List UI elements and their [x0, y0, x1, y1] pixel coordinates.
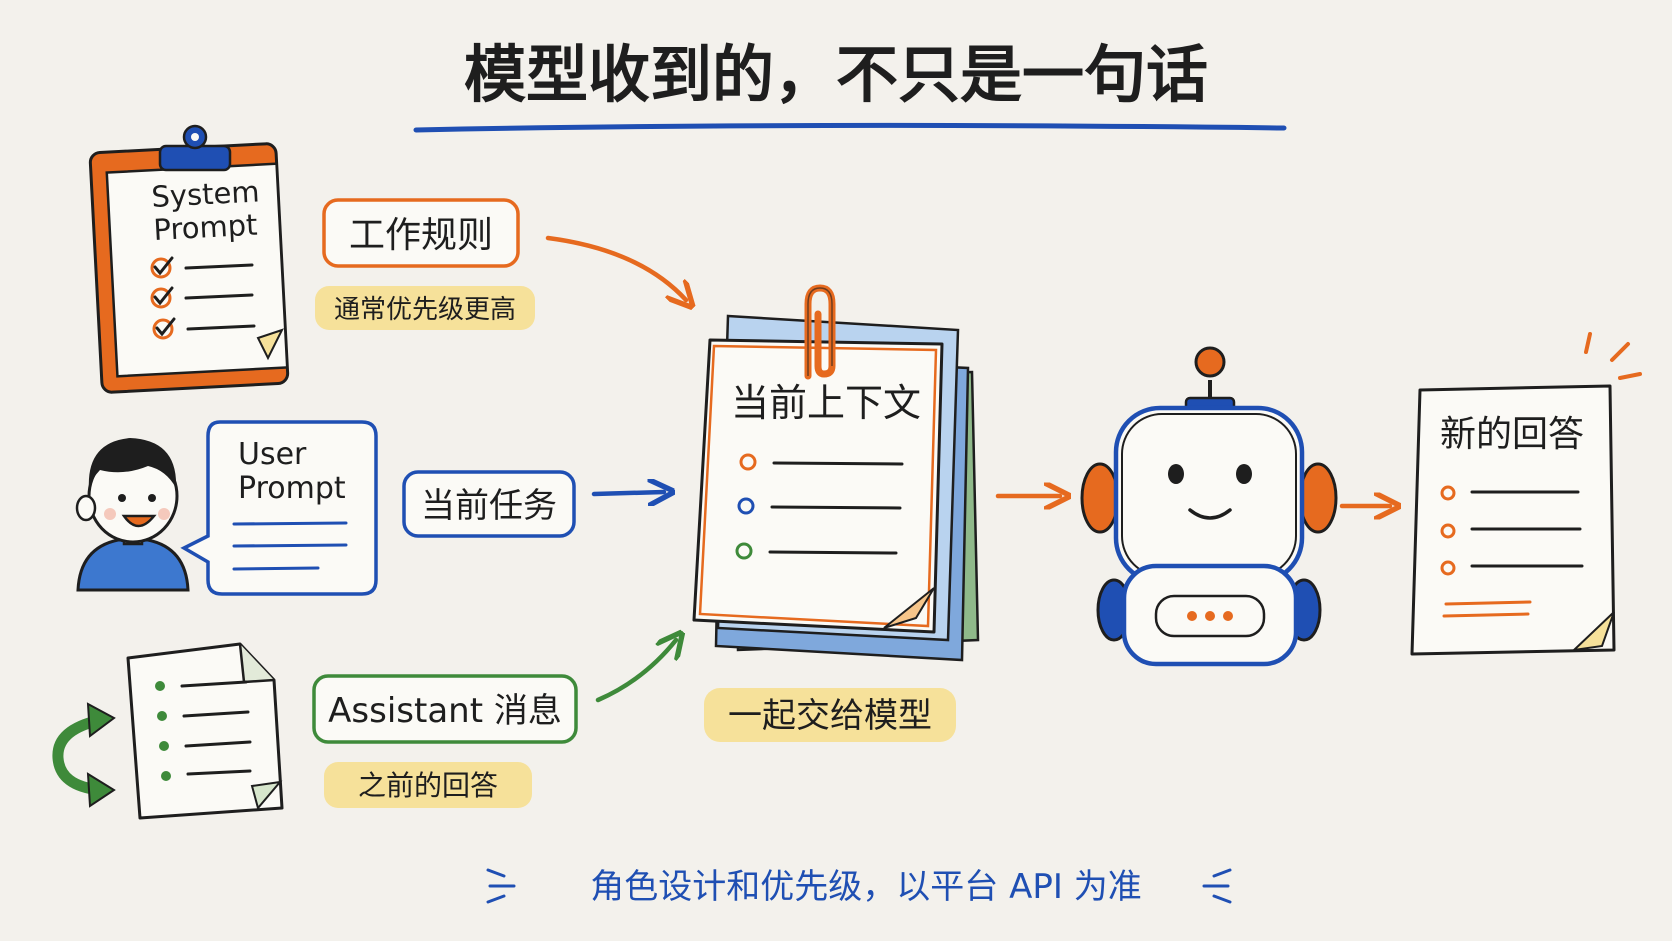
- context-title: 当前上下文: [731, 381, 921, 425]
- answer-list-lines: [1440, 485, 1584, 618]
- system-prompt-line2: Prompt: [153, 208, 259, 247]
- user-avatar-icon: [75, 438, 190, 592]
- user-prompt-line2: Prompt: [238, 471, 346, 506]
- robot-model-icon: [1080, 346, 1338, 667]
- user-tag-box: [402, 470, 576, 538]
- assistant-list-lines: [155, 680, 252, 781]
- footer-left-mark-icon: [486, 868, 516, 904]
- context-note-highlight: [704, 688, 956, 742]
- checklist-icon: [150, 256, 256, 340]
- assistant-note-highlight: [324, 762, 532, 808]
- assistant-tag-label: Assistant 消息: [328, 691, 562, 731]
- assistant-to-context-arrow: [595, 640, 676, 703]
- system-prompt-clipboard-icon: [88, 124, 290, 394]
- footer-note: 角色设计和优先级，以平台 API 为准: [590, 867, 1141, 907]
- user-prompt-lines: [232, 521, 348, 571]
- user-prompt-line1: User: [238, 437, 307, 472]
- assistant-tag-box: [312, 674, 578, 744]
- context-note-label: 一起交给模型: [728, 696, 932, 736]
- footer-right-mark-icon: [1202, 868, 1232, 904]
- title-underline: [413, 122, 1287, 133]
- answer-title: 新的回答: [1440, 414, 1584, 455]
- loop-arrow-icon: [52, 714, 106, 796]
- system-prompt-line1: System: [151, 174, 261, 214]
- system-tag-box: [322, 198, 520, 268]
- user-tag-label: 当前任务: [421, 486, 557, 526]
- system-tag-label: 工作规则: [349, 215, 493, 256]
- assistant-note-label: 之前的回答: [358, 769, 498, 802]
- user-speech-bubble: [180, 420, 378, 596]
- context-list-lines: [735, 453, 904, 560]
- context-document-stack-icon: [692, 314, 980, 662]
- page-title: 模型收到的，不只是一句话: [464, 38, 1208, 111]
- answer-document-icon: [1410, 384, 1616, 656]
- user-to-context-arrow: [591, 492, 664, 494]
- sparkle-icon: [1584, 332, 1642, 380]
- system-note-label: 通常优先级更高: [334, 295, 516, 325]
- system-note-highlight: [315, 286, 535, 330]
- system-to-context-arrow: [545, 235, 686, 300]
